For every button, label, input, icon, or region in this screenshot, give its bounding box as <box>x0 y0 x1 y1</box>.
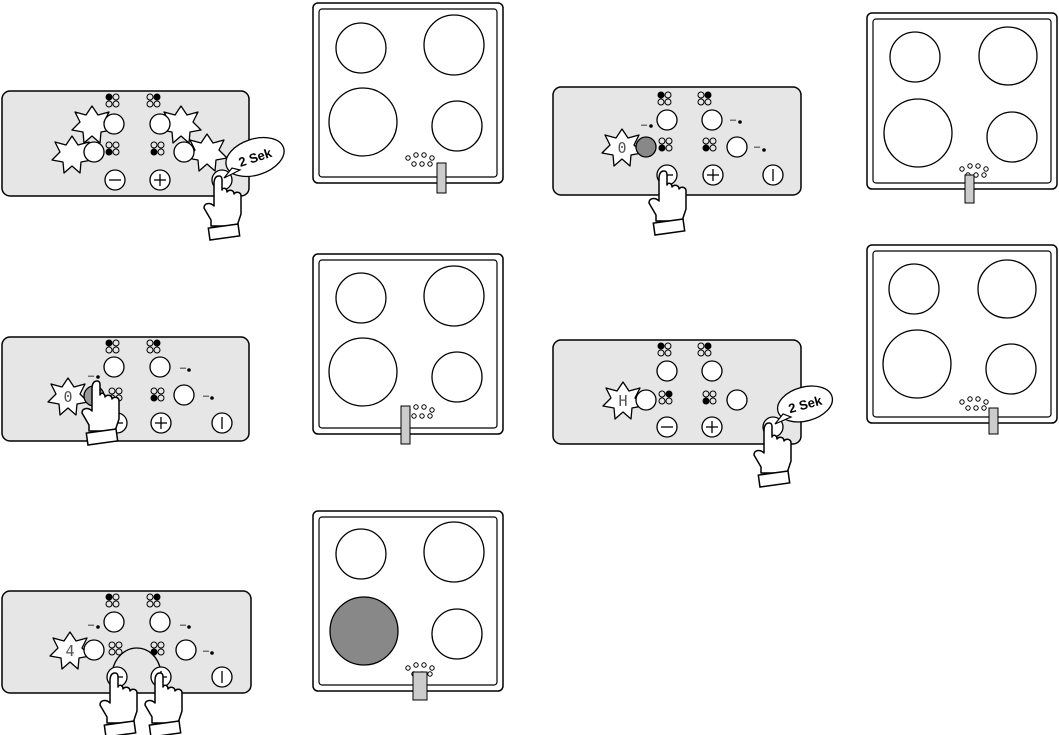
zone-knob-front-left[interactable] <box>104 612 124 632</box>
control-panel-step2: – – – 0 <box>2 337 249 445</box>
zone-knob-rear-right[interactable] <box>176 640 196 660</box>
zone-knob-rear-right[interactable] <box>727 390 747 410</box>
zone-knob-front-left[interactable] <box>657 110 677 130</box>
hob-diagram-2 <box>313 254 503 444</box>
zone-display: 0 <box>63 388 72 406</box>
zone-knob-front-left[interactable] <box>657 361 677 381</box>
zone-knob-front-left[interactable] <box>104 114 124 134</box>
svg-text:–: – <box>88 619 95 631</box>
zone-knob-rear-left[interactable] <box>84 142 104 162</box>
hob-diagram-1 <box>313 3 503 193</box>
control-panel-step3: – – – 4 <box>2 591 251 735</box>
zone-knob-front-left[interactable] <box>104 357 124 377</box>
control-panel-step4: – – – 0 <box>553 87 801 235</box>
zone-knob-rear-right[interactable] <box>174 385 194 405</box>
zone-knob-rear-left-active[interactable] <box>636 137 656 157</box>
zone-knob-front-right[interactable] <box>702 361 722 381</box>
zone-knob-rear-right[interactable] <box>174 142 194 162</box>
svg-text:–: – <box>88 370 95 382</box>
svg-text:–: – <box>180 362 187 374</box>
control-panel-step1: 2 Sek <box>2 91 289 240</box>
svg-text:–: – <box>203 645 210 657</box>
hob-diagram-4 <box>867 13 1057 203</box>
svg-text:–: – <box>180 619 187 631</box>
zone-knob-rear-left[interactable] <box>84 640 104 660</box>
zone-knob-front-right[interactable] <box>150 114 170 134</box>
zone-knob-front-right[interactable] <box>150 357 170 377</box>
zone-knob-front-right[interactable] <box>150 612 170 632</box>
active-cooking-zone <box>330 597 398 665</box>
zone-knob-rear-right[interactable] <box>727 137 747 157</box>
zone-knob-front-right[interactable] <box>702 110 722 130</box>
control-panel-step5: H 2 Sek <box>553 340 836 487</box>
hob-diagram-5 <box>867 245 1057 434</box>
zone-display: 4 <box>65 642 74 660</box>
svg-text:–: – <box>641 119 648 131</box>
zone-display: 0 <box>617 139 626 157</box>
svg-text:–: – <box>754 141 761 153</box>
svg-text:–: – <box>730 114 737 126</box>
svg-text:–: – <box>203 390 210 402</box>
hob-diagram-3 <box>313 511 503 700</box>
zone-display: H <box>618 392 627 410</box>
zone-knob-rear-left[interactable] <box>636 390 656 410</box>
